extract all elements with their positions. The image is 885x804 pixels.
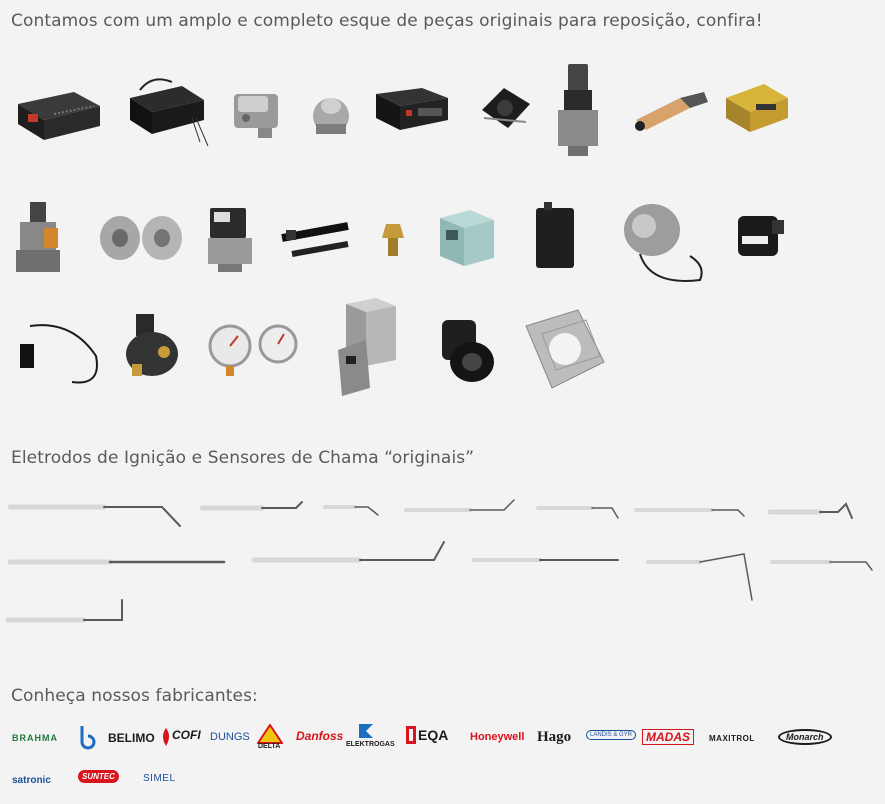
eqa-logo[interactable]: EQA — [418, 727, 449, 743]
honeywell-logo[interactable]: Honeywell — [470, 731, 525, 743]
cofi-logo[interactable]: COFI — [172, 728, 201, 742]
pressure-regulator-image — [306, 90, 356, 140]
gas-solenoid-valve-image — [554, 60, 602, 160]
cofi-flame-icon — [160, 726, 172, 753]
valve-coil-image — [434, 312, 498, 386]
electrode-cables-image — [278, 214, 352, 268]
brahma-logo[interactable]: BRAHMA — [12, 733, 58, 743]
danfoss-logo[interactable]: Danfoss — [296, 729, 344, 743]
flame-sensor-box-image — [436, 206, 498, 270]
ignition-transformer-image — [122, 72, 210, 152]
flame-sensor-cable-image — [12, 316, 102, 390]
landis-gyr-logo[interactable]: LANDIS & GYR — [586, 730, 637, 740]
elektrogas-logo[interactable]: ELEKTROGAS — [346, 741, 395, 748]
electrode-7 — [767, 502, 853, 519]
parts-heading: Contamos com um amplo e completo esque d… — [11, 11, 763, 31]
pressure-gauges-image — [206, 322, 300, 378]
electrode-13 — [5, 599, 123, 623]
electrodes-heading: Eletrodos de Ignição e Sensores de Chama… — [11, 448, 475, 468]
dungs-logo[interactable]: DUNGS — [210, 731, 250, 743]
electrode-1 — [7, 504, 181, 527]
electrode-4 — [404, 499, 515, 512]
gas-actuator-image — [530, 200, 580, 272]
electrode-12 — [770, 560, 873, 571]
electrodes-group — [5, 499, 873, 623]
electrode-6 — [634, 508, 745, 517]
electrode-9 — [251, 541, 445, 563]
gas-valve-train-image — [10, 200, 66, 278]
oil-pump-coil-image — [732, 206, 788, 264]
electrode-11 — [646, 553, 753, 601]
burner-gaskets-image — [522, 306, 608, 392]
servo-motor-image — [332, 296, 410, 396]
simel-logo[interactable]: SIMEL — [143, 773, 176, 784]
control-box-image — [372, 84, 452, 136]
electrode-3 — [323, 505, 379, 516]
oil-nozzle-image — [378, 220, 408, 260]
oil-pump-image — [120, 310, 184, 380]
delta-triangle-icon — [256, 723, 284, 749]
delta-logo[interactable]: DELTA — [258, 743, 281, 750]
elektrogas-symbol-icon — [357, 722, 375, 745]
electrode-2 — [199, 501, 303, 511]
pressure-switch-image — [228, 88, 284, 140]
burner-control-unit-image — [14, 84, 104, 144]
electrode-5 — [536, 506, 619, 519]
hago-logo[interactable]: Hago — [537, 729, 572, 745]
suntec-logo[interactable]: SUNTEC — [78, 770, 119, 783]
satronic-logo[interactable]: satronic — [12, 775, 51, 786]
belimo-symbol-icon — [76, 724, 100, 755]
eqa-symbol-icon — [406, 726, 416, 749]
ignition-electrode-holder-image — [630, 90, 710, 136]
blower-wheels-image — [98, 210, 186, 266]
monarch-logo[interactable]: Monarch — [778, 729, 832, 745]
madas-logo[interactable]: MADAS — [642, 729, 694, 745]
burner-relay-image — [720, 78, 792, 136]
burner-motor-image — [610, 196, 706, 288]
maxitrol-logo[interactable]: MAXITROL — [709, 734, 755, 743]
solenoid-valve-image — [200, 204, 260, 274]
manufacturers-heading: Conheça nossos fabricantes: — [11, 686, 258, 706]
belimo-logo[interactable]: BELIMO — [108, 731, 155, 745]
air-pressure-switch-image — [474, 82, 536, 138]
